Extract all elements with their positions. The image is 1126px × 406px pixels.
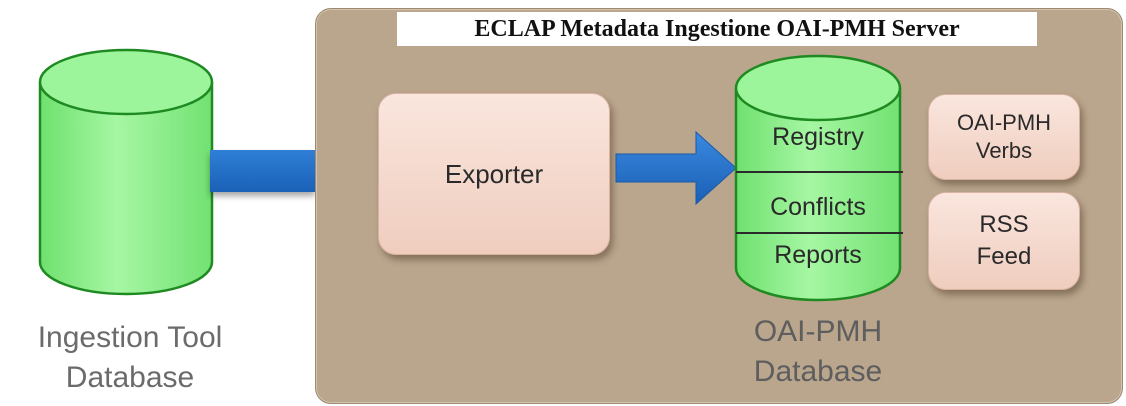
oai-db-caption: OAI-PMH Database — [718, 312, 918, 392]
ingestion-caption-line2: Database — [65, 361, 195, 394]
verbs-line2: Verbs — [975, 138, 1033, 163]
ingestion-db-caption: Ingestion Tool Database — [0, 318, 260, 398]
oai-caption-line1: OAI-PMH — [753, 315, 883, 348]
ingestion-caption-line1: Ingestion Tool — [37, 321, 223, 354]
ingestion-db-cylinder — [38, 48, 214, 296]
reports-label: Reports — [774, 241, 862, 269]
conflicts-label: Conflicts — [770, 193, 866, 221]
rss-line2: Feed — [976, 243, 1032, 270]
oai-pmh-verbs-box: OAI-PMH Verbs — [928, 94, 1080, 180]
verbs-line1: OAI-PMH — [956, 110, 1052, 135]
rss-line1: RSS — [979, 211, 1029, 238]
oai-caption-line2: Database — [753, 355, 883, 388]
export-arrow — [615, 130, 737, 206]
exporter-label: Exporter — [444, 158, 544, 189]
oai-pmh-db-cylinder — [734, 54, 903, 302]
rss-feed-box: RSS Feed — [928, 192, 1080, 290]
server-title: ECLAP Metadata Ingestione OAI-PMH Server — [397, 12, 1037, 46]
connector-bar — [210, 150, 315, 192]
exporter-box: Exporter — [378, 93, 610, 255]
registry-label: Registry — [772, 123, 864, 151]
